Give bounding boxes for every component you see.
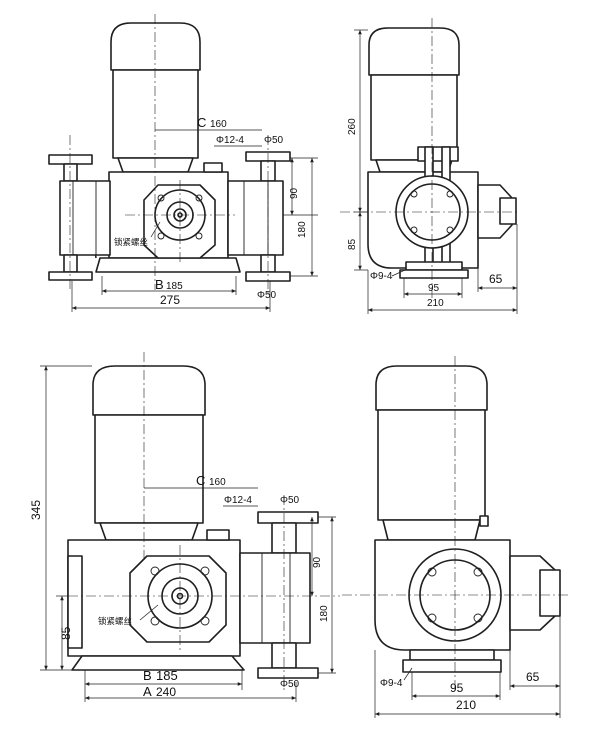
- side-hole-leader-2: [403, 667, 413, 681]
- dim-bolt-label: Φ12-4: [216, 135, 244, 146]
- dim-c-value: 160: [210, 119, 227, 130]
- dim-95-text: 95: [428, 283, 440, 294]
- dim-90-text-2: 90: [312, 556, 323, 568]
- dim-port-bottom-label-2: Φ50: [280, 679, 300, 690]
- dim-port-top-label: Φ50: [264, 135, 284, 146]
- left-pump-head: [48, 154, 111, 281]
- bottom-side-view: Φ9-4 95 65 210: [342, 356, 570, 718]
- motor-2: [92, 365, 206, 541]
- side-hole-leader: [391, 269, 406, 277]
- screw-note: 锁紧螺丝: [114, 237, 149, 247]
- dim-210-text: 210: [427, 298, 444, 309]
- side-motor: [368, 27, 460, 173]
- screw-leader-2: [139, 604, 159, 621]
- dim-b-letter: B: [155, 277, 164, 292]
- dim-180-text-2: 180: [319, 605, 330, 622]
- dim-port-top-label-2: Φ50: [280, 495, 300, 506]
- side-hole-label: Φ9-4: [370, 271, 393, 282]
- dim-210-text-2: 210: [456, 698, 476, 712]
- dim-c-letter: C: [197, 115, 206, 130]
- dim-90-text: 90: [289, 187, 300, 199]
- top-side-view: 260 85 Φ9-4 95 65 210: [340, 18, 520, 314]
- bottom-front-view: 345 C 160 Φ12-4 Φ50 90 180 85 锁紧螺丝 B 185…: [29, 352, 340, 702]
- dim-c-letter-2: C: [196, 473, 205, 488]
- dim-bolt-label-2: Φ12-4: [224, 495, 252, 506]
- side-hole-label-2: Φ9-4: [380, 678, 403, 689]
- right-pump-head-2: [239, 511, 319, 679]
- dim-port-bottom-label: Φ50: [257, 290, 277, 301]
- dim-b-value: 185: [166, 281, 183, 292]
- screw-note-2: 锁紧螺丝: [98, 616, 133, 626]
- dim-95-text-2: 95: [450, 681, 464, 695]
- side-motor-2: [375, 365, 489, 541]
- front-flange-2: [129, 555, 227, 643]
- dim-85-text: 85: [347, 238, 358, 250]
- dim-65-text: 65: [489, 272, 503, 286]
- dim-85-text-2: 85: [59, 626, 73, 640]
- dim-345-text: 345: [29, 500, 43, 520]
- dim-275-text: 275: [160, 293, 180, 307]
- dim-a-letter-2: A: [143, 684, 152, 699]
- front-flange: [143, 184, 216, 259]
- dim-b-value-2: 185: [156, 668, 178, 683]
- dim-b-letter-2: B: [143, 668, 152, 683]
- dim-260-text: 260: [347, 118, 358, 135]
- top-front-view: C 160 Φ12-4 Φ50 90 180 锁紧螺丝 B 185 Φ50 27…: [48, 14, 318, 312]
- dim-180-text: 180: [297, 221, 308, 238]
- dim-c-value-2: 160: [209, 477, 226, 488]
- motor: [110, 22, 201, 173]
- dim-a-value-2: 240: [156, 685, 176, 699]
- screw-leader: [150, 221, 161, 238]
- dim-65-text-2: 65: [526, 670, 540, 684]
